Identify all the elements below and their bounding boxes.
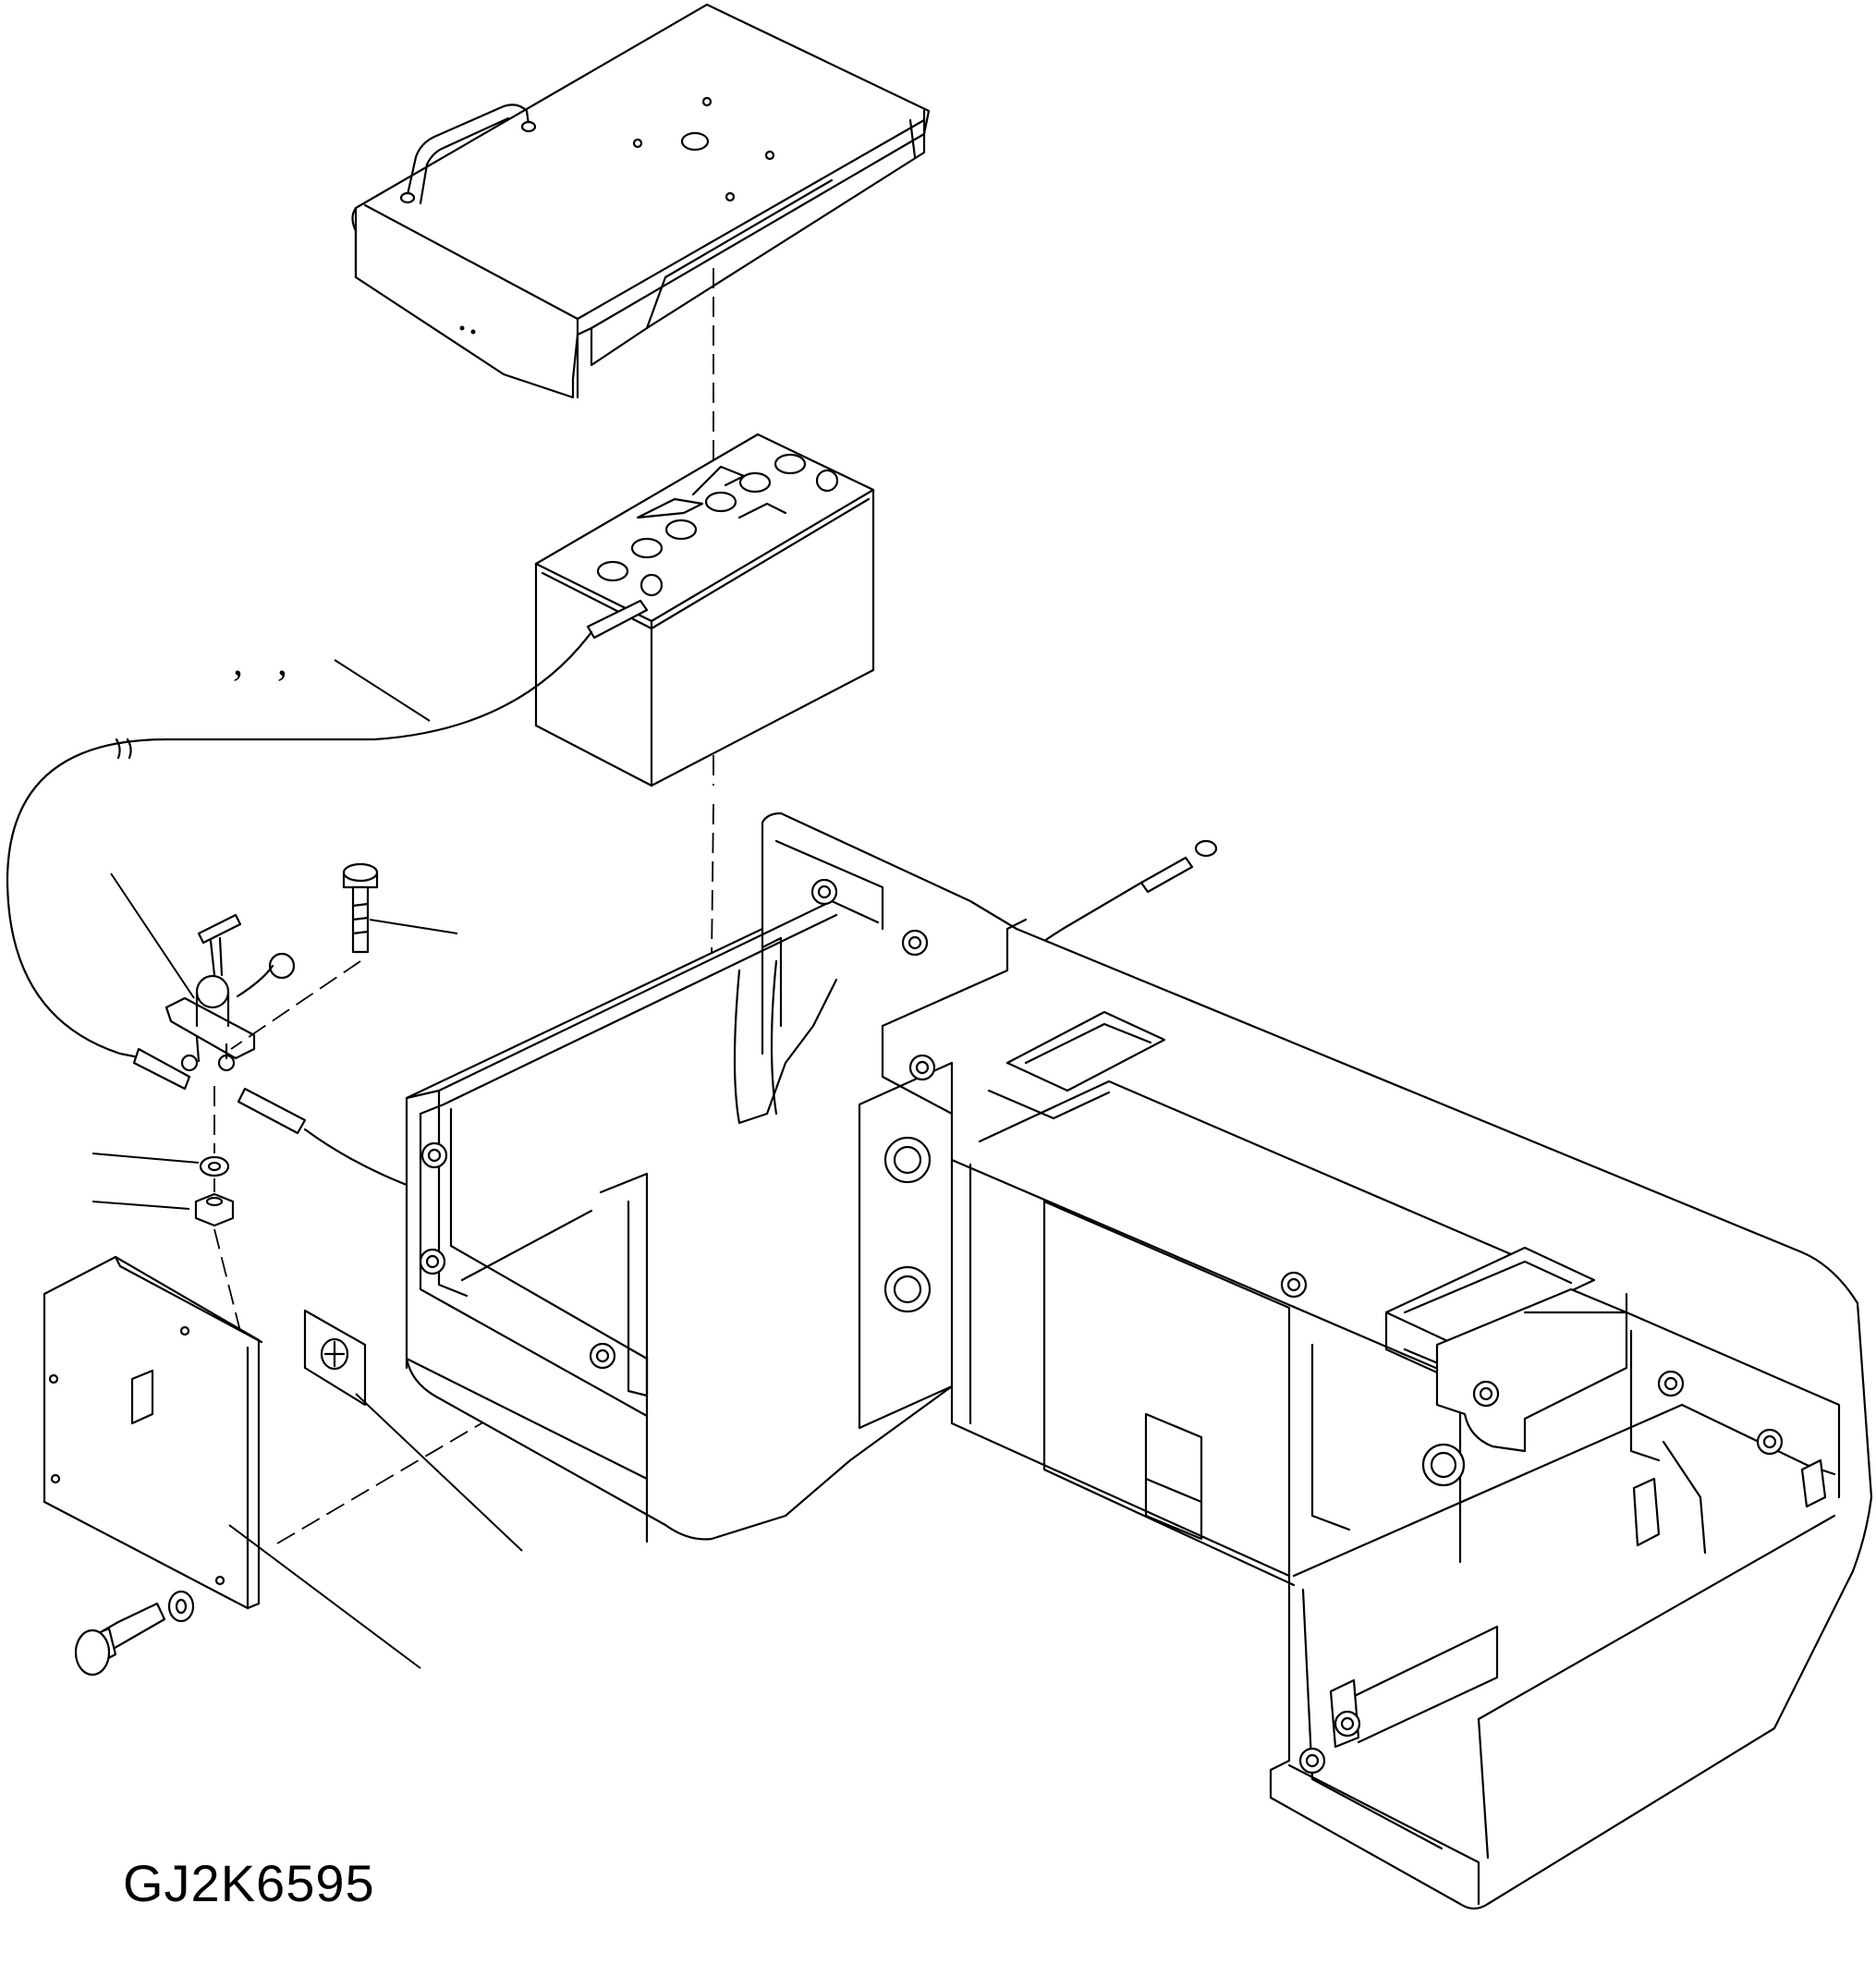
stray-mark: , [233, 639, 243, 684]
washer [169, 1592, 193, 1621]
bolt-small [344, 864, 377, 952]
bolt-head [591, 1344, 615, 1368]
decal [305, 1311, 365, 1405]
frame-bolts [420, 880, 1782, 1773]
bolt-head [420, 1250, 445, 1274]
bolt-head [910, 1055, 934, 1080]
nut [196, 1194, 233, 1226]
bolt-large [76, 1592, 193, 1675]
battery-switch [166, 915, 294, 1070]
alignment-line-bolt [231, 961, 360, 1049]
bolt-head [1423, 1445, 1464, 1485]
bolt-head [1758, 1430, 1782, 1454]
drawing-code-label: GJ2K6595 [123, 1854, 375, 1912]
battery-cover [353, 5, 930, 397]
cable-terminal [238, 1089, 305, 1133]
bolt-head [1474, 1382, 1498, 1406]
stray-mark: , [277, 639, 287, 684]
bolt-head [422, 1143, 446, 1167]
battery-cable [7, 632, 591, 1061]
leader-lines [92, 660, 522, 1668]
bolt-head [903, 931, 927, 955]
mounting-plate [44, 1257, 262, 1608]
battery [536, 434, 873, 786]
cable-terminal [134, 1049, 189, 1089]
bolt-head [812, 880, 836, 904]
washer [201, 1157, 228, 1176]
frame-body [407, 813, 1871, 1909]
bolt-head [1659, 1372, 1683, 1396]
bolt-head [1300, 1749, 1324, 1773]
bolt-head [1282, 1273, 1306, 1297]
bolt-head [1335, 1712, 1359, 1736]
